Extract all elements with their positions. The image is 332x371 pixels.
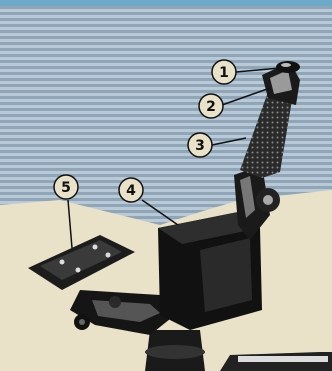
pedal-knob-center xyxy=(79,319,85,325)
callout-5-number: 5 xyxy=(61,180,71,196)
callout-4: 4 xyxy=(119,178,143,202)
sky-band xyxy=(0,0,332,6)
pedal-hole xyxy=(76,268,81,273)
trigger-cap-highlight xyxy=(281,63,291,67)
callout-3: 3 xyxy=(188,133,212,157)
base-plate-highlight xyxy=(238,356,328,362)
pedal-hole xyxy=(60,260,65,265)
arm-bolt xyxy=(109,296,121,308)
pedestal-flange xyxy=(145,345,205,359)
callout-2-number: 2 xyxy=(206,99,216,115)
callout-1-number: 1 xyxy=(219,65,229,81)
trigger-cap xyxy=(276,61,300,73)
pedal-hole xyxy=(93,245,98,250)
callout-5: 5 xyxy=(54,175,78,199)
callout-4-number: 4 xyxy=(126,183,136,199)
callout-1: 1 xyxy=(212,60,236,84)
pedal-hole xyxy=(106,253,111,258)
callout-3-number: 3 xyxy=(195,138,205,154)
control-box-shade xyxy=(200,238,252,312)
callout-2: 2 xyxy=(199,94,223,118)
gimbal-joint-center xyxy=(263,195,273,205)
